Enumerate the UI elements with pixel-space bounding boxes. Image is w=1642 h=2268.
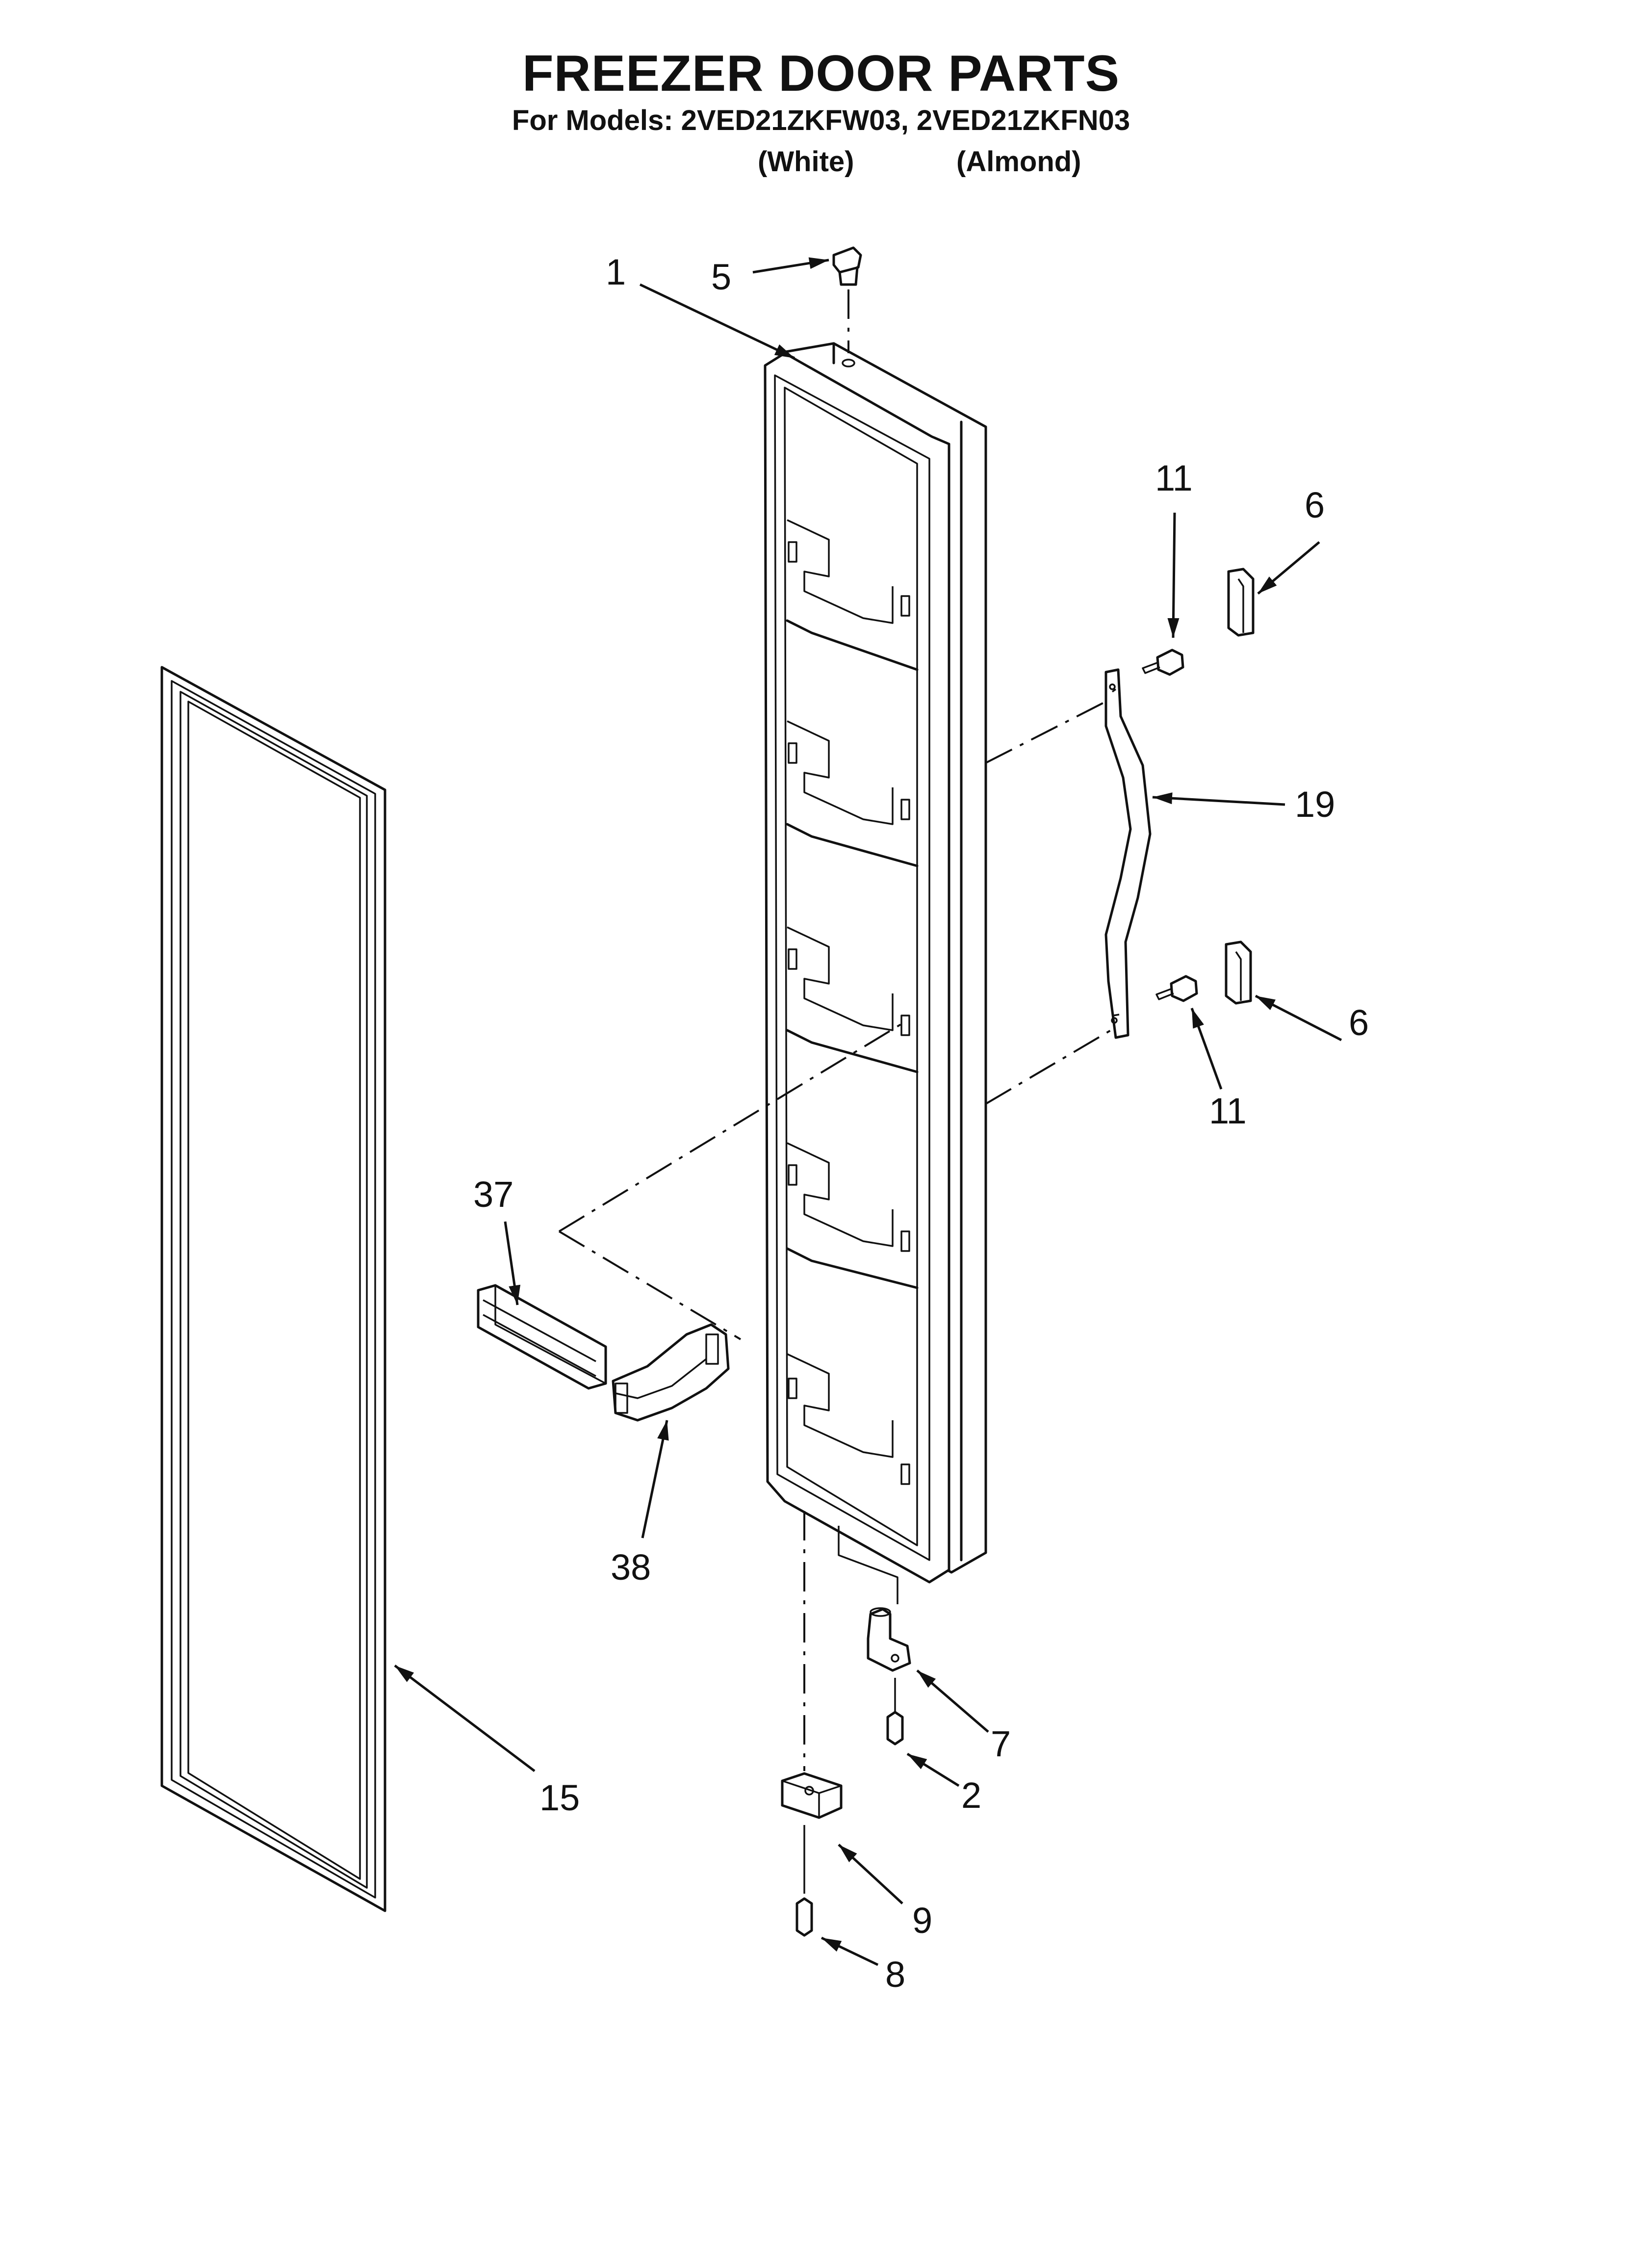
callout-handle-cap-upper: 6 xyxy=(1305,485,1325,525)
callout-handle: 19 xyxy=(1295,784,1335,825)
callout-door: 1 xyxy=(606,252,626,292)
callout-shelf-end-cap: 38 xyxy=(611,1547,651,1588)
leader-lines xyxy=(394,257,1342,1966)
callout-handle-cap-lower: 6 xyxy=(1349,1002,1369,1043)
handle-end-cap-upper xyxy=(1227,568,1255,637)
callout-screw-upper: 11 xyxy=(1155,458,1193,498)
shelf-end-cap xyxy=(612,1323,730,1422)
callout-hinge-upper: 7 xyxy=(991,1723,1011,1764)
door-shelf-dividers xyxy=(786,519,919,1485)
models-line: For Models: 2VED21ZKFW03, 2VED21ZKFN03 xyxy=(512,104,1130,136)
door-gasket xyxy=(160,666,386,1912)
page-title: FREEZER DOOR PARTS xyxy=(522,45,1120,102)
callout-gasket: 15 xyxy=(539,1777,580,1818)
title-block: FREEZER DOOR PARTS For Models: 2VED21ZKF… xyxy=(0,44,1642,138)
hinge-screw xyxy=(886,1678,904,1746)
door-cap-plug xyxy=(832,246,862,353)
freezer-door xyxy=(764,342,987,1584)
variant-almond-label: (Almond) xyxy=(956,146,1081,178)
callout-numbers: 1 5 11 6 19 6 11 37 38 15 7 2 9 8 xyxy=(473,252,1369,1995)
door-handle xyxy=(1104,668,1152,1039)
lower-hinge-screw xyxy=(795,1897,813,1937)
shelf-rail xyxy=(477,1284,607,1390)
callout-hinge-screw: 2 xyxy=(961,1775,981,1816)
handle-screw-upper xyxy=(1142,649,1184,676)
callout-screw-lower: 11 xyxy=(1209,1091,1247,1131)
variant-white-label: (White) xyxy=(758,146,854,178)
callout-shelf-rail: 37 xyxy=(473,1174,513,1215)
callout-hinge-lower-screw: 8 xyxy=(885,1954,905,1995)
upper-hinge xyxy=(867,1607,911,1672)
handle-end-cap-lower xyxy=(1225,940,1252,1005)
handle-screw-lower xyxy=(1155,975,1198,1002)
callout-hinge-lower: 9 xyxy=(912,1900,932,1941)
lower-hinge xyxy=(781,1772,843,1819)
callout-door-cap-plug: 5 xyxy=(711,257,731,297)
